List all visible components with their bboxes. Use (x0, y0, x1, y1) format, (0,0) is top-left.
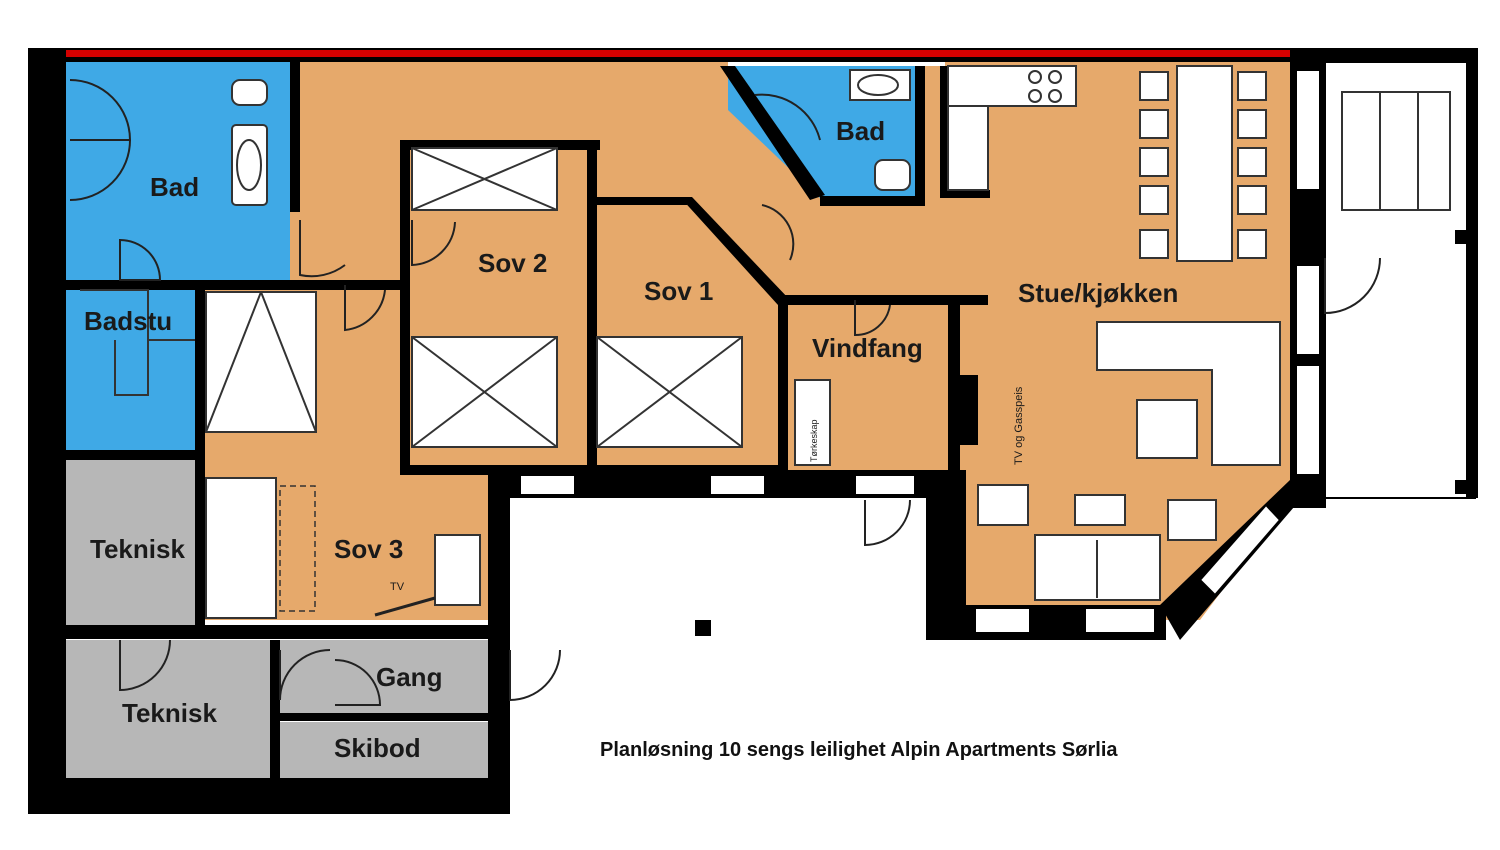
skibod-area (278, 722, 488, 778)
kitchen-furniture (947, 65, 1281, 601)
label-bad-2: Bad (836, 116, 885, 146)
label-gang: Gang (376, 662, 442, 692)
label-sov-2: Sov 2 (478, 248, 547, 278)
plan-caption: Planløsning 10 sengs leilighet Alpin Apa… (600, 739, 1118, 761)
label-vindfang: Vindfang (812, 333, 923, 363)
windows (519, 69, 1321, 634)
beds (205, 147, 743, 619)
torkeskap-box (794, 379, 831, 466)
label-teknisk-2: Teknisk (122, 698, 217, 728)
post-3 (695, 620, 711, 636)
post-2 (1455, 480, 1469, 494)
interior-walls (66, 62, 990, 780)
tv-stand (374, 596, 436, 617)
label-sov-3: Sov 3 (334, 534, 403, 564)
roof-edge-line (66, 50, 1290, 57)
bed-sov3 (205, 291, 317, 433)
badstu-area (65, 288, 197, 450)
terrace-furniture (1341, 91, 1451, 211)
label-tv: TV (390, 581, 405, 593)
teknisk-2-area (65, 640, 270, 778)
desk-sov3 (434, 534, 481, 606)
label-tv-og-gasspeis: TV og Gasspeis (1013, 386, 1025, 465)
label-stue-kjokken: Stue/kjøkken (1018, 278, 1178, 308)
bath-fixtures (80, 69, 911, 396)
label-skibod: Skibod (334, 733, 421, 763)
label-sov-1: Sov 1 (644, 276, 713, 306)
label-bad-1: Bad (150, 172, 199, 202)
teknisk-1-area (65, 460, 197, 625)
sofa-sov3 (205, 477, 277, 619)
label-teknisk-1: Teknisk (90, 534, 185, 564)
label-badstu: Badstu (84, 306, 172, 336)
doors (69, 79, 1381, 706)
post-1 (1455, 230, 1469, 244)
label-torkeskap: Tørkeskap (809, 419, 819, 462)
